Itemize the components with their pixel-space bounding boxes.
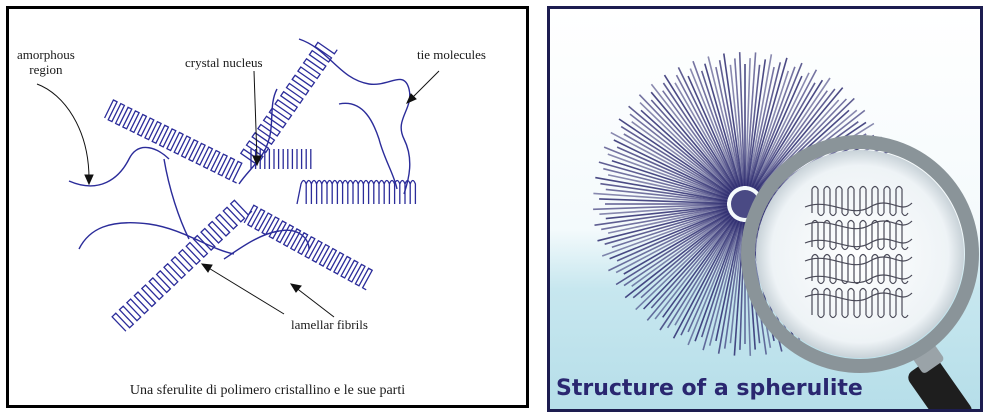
amorphous-chains [69, 39, 410, 259]
arrowhead-amorphous [85, 175, 93, 184]
magnifier-lens [756, 150, 964, 358]
arrow-amorphous [37, 84, 89, 179]
left-diagram-panel: amorphous region crystal nucleus tie mol… [6, 6, 529, 408]
lamella-upper-left [105, 100, 242, 183]
arrow-tie-molecules [411, 71, 439, 99]
amorphous-chain-right [224, 230, 309, 259]
amorphous-chain-center [239, 89, 277, 184]
label-amorphous-region: amorphous region [17, 47, 75, 77]
tie-molecule-chain-2 [339, 103, 397, 189]
arrowhead-lamellar-1 [202, 264, 212, 272]
lamella-lower-left [112, 200, 252, 331]
lamella-lower-right [244, 205, 372, 290]
polymer-chain-drawing [9, 9, 526, 405]
label-lamellar-fibrils: lamellar fibrils [291, 317, 368, 332]
arrow-lamellar-1 [207, 267, 284, 314]
spherulite-illustration [550, 9, 980, 409]
tie-molecule-chain [299, 39, 410, 194]
label-tie-molecules: tie molecules [417, 47, 486, 62]
amorphous-chain-mid [164, 159, 189, 239]
right-illustration-panel: Structure of a spherulite [547, 6, 983, 412]
arrow-lamellar-2 [295, 287, 334, 317]
amorphous-chain-left [69, 147, 169, 185]
right-title: Structure of a spherulite [556, 376, 863, 401]
lamella-horizontal [297, 181, 415, 205]
left-caption: Una sferulite di polimero cristallino e … [9, 383, 526, 399]
label-crystal-nucleus: crystal nucleus [185, 55, 263, 70]
